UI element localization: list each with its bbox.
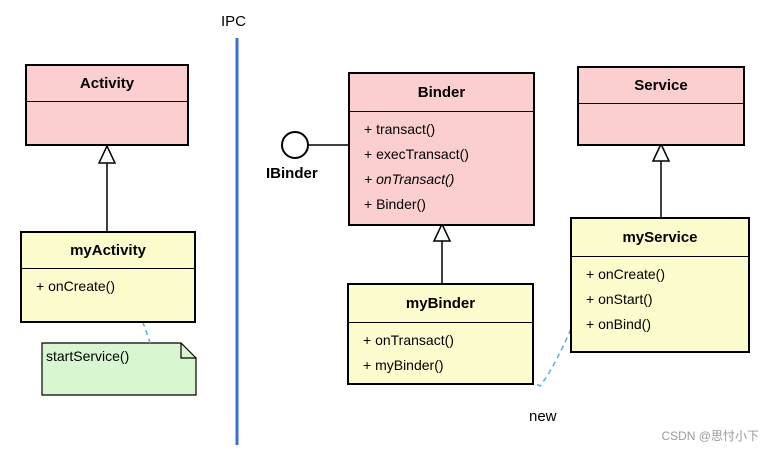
operation-item: + Binder() bbox=[364, 196, 426, 212]
operation-item: + onCreate() bbox=[586, 266, 665, 282]
inheritance-arrow-activity bbox=[97, 144, 117, 164]
note-fold bbox=[180, 343, 196, 359]
binder-class-name: Binder bbox=[350, 74, 533, 112]
service-class-name: Service bbox=[579, 68, 743, 104]
service-class: Service bbox=[577, 66, 745, 146]
new-label: new bbox=[529, 408, 557, 425]
operation-item: + transact() bbox=[364, 121, 436, 137]
my-service-class-name: myService bbox=[572, 219, 748, 257]
activity-class-name: Activity bbox=[27, 66, 187, 102]
inheritance-arrow-service bbox=[651, 142, 671, 162]
operation-item: + execTransact() bbox=[364, 146, 469, 162]
my-binder-class: myBinder + onTransact() + myBinder() bbox=[347, 283, 534, 385]
note-text: startService() bbox=[46, 348, 130, 364]
my-binder-operations: + onTransact() + myBinder() bbox=[349, 323, 532, 378]
my-service-class: myService + onCreate() + onStart() + onB… bbox=[570, 217, 750, 353]
operation-item: + myBinder() bbox=[363, 357, 444, 373]
operation-item: + onTransact() bbox=[364, 171, 455, 187]
ipc-label: IPC bbox=[221, 13, 247, 30]
ibinder-label: IBinder bbox=[266, 165, 318, 182]
note-shape bbox=[41, 342, 197, 396]
operation-item: + onStart() bbox=[586, 291, 653, 307]
watermark: CSDN @思忖小下 bbox=[661, 429, 759, 443]
my-activity-class-name: myActivity bbox=[22, 233, 194, 269]
inheritance-arrow-binder bbox=[432, 222, 452, 242]
my-activity-operations: + onCreate() bbox=[22, 269, 194, 299]
my-service-operations: + onCreate() + onStart() + onBind() bbox=[572, 257, 748, 337]
my-binder-class-name: myBinder bbox=[349, 285, 532, 323]
activity-class: Activity bbox=[25, 64, 189, 146]
operation-item: + onCreate() bbox=[36, 278, 115, 294]
binder-class: Binder + transact() + execTransact() + o… bbox=[348, 72, 535, 226]
my-activity-class: myActivity + onCreate() bbox=[20, 231, 196, 323]
ibinder-interface-circle bbox=[281, 131, 309, 159]
operation-item: + onTransact() bbox=[363, 332, 454, 348]
operation-item: + onBind() bbox=[586, 316, 651, 332]
binder-operations: + transact() + execTransact() + onTransa… bbox=[350, 112, 533, 217]
